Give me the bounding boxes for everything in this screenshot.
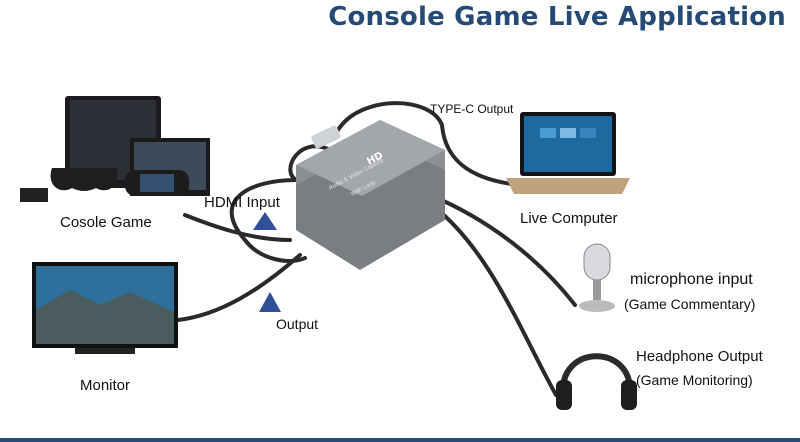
typec-output-label: TYPE-C Output [430, 102, 513, 116]
console-game-illustration [20, 96, 210, 202]
bottom-rule [0, 438, 800, 442]
output-arrow [259, 292, 281, 312]
monitor-label: Monitor [80, 377, 130, 394]
arrows [253, 212, 281, 312]
headphone-subtitle: (Game Monitoring) [636, 372, 753, 388]
microphone-illustration [579, 244, 615, 312]
microphone-input-label: microphone input [630, 271, 753, 289]
headphone-illustration [556, 356, 637, 410]
hdmi-input-arrow [253, 212, 277, 230]
output-cable [178, 255, 300, 320]
headphone-output-label: Headphone Output [636, 348, 763, 365]
headphone-cable [432, 205, 556, 395]
microphone-subtitle: (Game Commentary) [624, 296, 755, 312]
console-game-label: Cosole Game [60, 214, 152, 231]
capture-device-illustration: HD Audio & Video Capture With Loop [296, 120, 445, 270]
live-computer-label: Live Computer [520, 210, 618, 227]
hdmi-input-label: HDMI Input [204, 194, 280, 211]
monitor-illustration [32, 262, 178, 354]
output-label: Output [276, 316, 318, 332]
live-computer-illustration [506, 112, 630, 194]
